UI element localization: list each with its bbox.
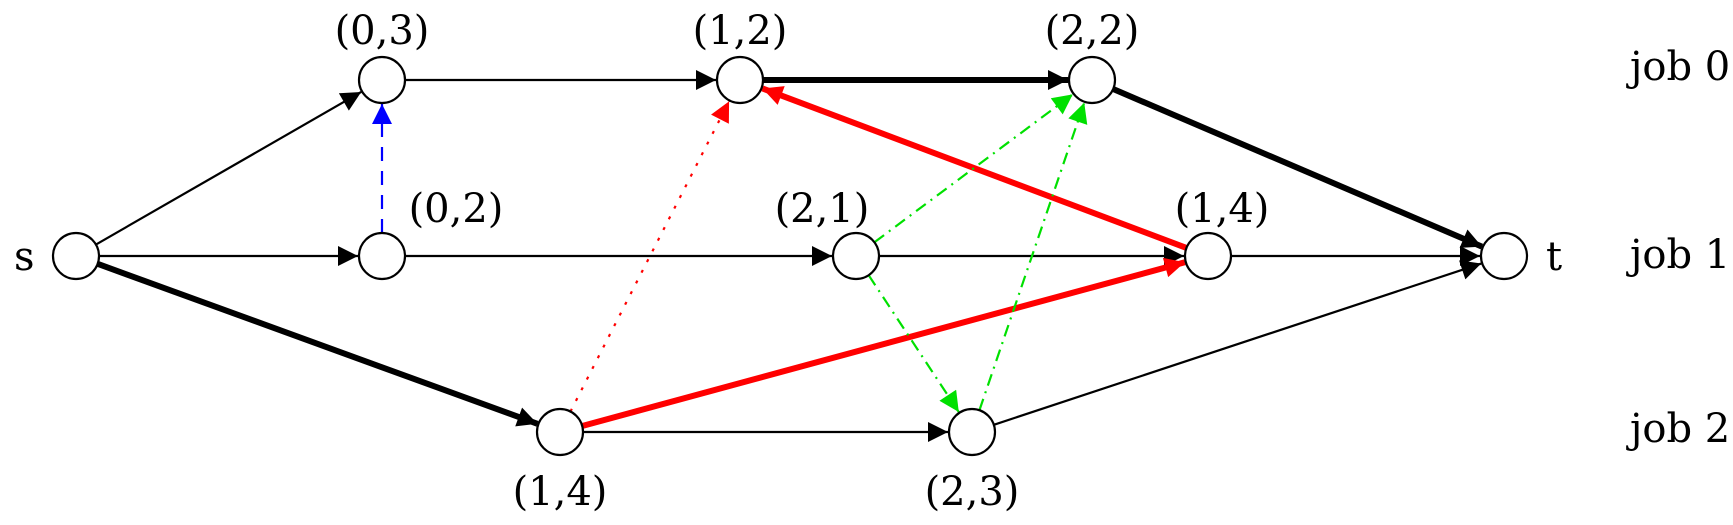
node-1-2: (1,2)	[693, 8, 788, 105]
edge-n21-to-n23	[867, 274, 960, 413]
sink-label: t	[1546, 234, 1562, 280]
node-label: (2,3)	[925, 469, 1020, 515]
node-2-1: (2,1)	[775, 186, 881, 281]
node-label: (2,1)	[775, 186, 870, 232]
edge-n23-to-t	[993, 260, 1482, 426]
node-t	[1479, 231, 1529, 281]
edge-s-to-n03	[95, 91, 362, 246]
node-label: (2,2)	[1045, 8, 1140, 54]
job-2-label: job 2	[1626, 406, 1730, 452]
source-label: s	[14, 234, 35, 280]
nodes-layer: (0,3) (1,2) (2,2) (0,2) (2,1) (1,4) (1,4…	[51, 8, 1529, 515]
node-0-2: (0,2)	[357, 186, 504, 281]
edge-n14b-to-n14a	[581, 257, 1186, 429]
node-1-4-job2: (1,4)	[513, 407, 608, 515]
edge-n21-to-n22	[873, 93, 1074, 244]
edges-layer	[95, 70, 1484, 442]
node-label: (0,3)	[335, 8, 430, 54]
node-label: (1,4)	[513, 469, 608, 515]
node-label: (0,2)	[409, 186, 504, 232]
node-s	[51, 231, 101, 281]
node-1-4-job1: (1,4)	[1175, 186, 1270, 281]
edge-s-to-n14b	[96, 261, 539, 427]
node-label: (1,2)	[693, 8, 788, 54]
edge-n14b-to-n12	[569, 100, 731, 413]
node-2-2: (2,2)	[1045, 8, 1140, 105]
job-1-label: job 1	[1626, 232, 1730, 278]
edge-n23-to-n22	[978, 102, 1088, 411]
job-0-label: job 0	[1626, 44, 1730, 90]
edge-n22-to-t	[1111, 86, 1484, 250]
node-label: (1,4)	[1175, 186, 1270, 232]
node-2-3: (2,3)	[925, 407, 1020, 515]
edge-n14a-to-n12	[761, 85, 1188, 251]
node-0-3: (0,3)	[335, 8, 430, 105]
